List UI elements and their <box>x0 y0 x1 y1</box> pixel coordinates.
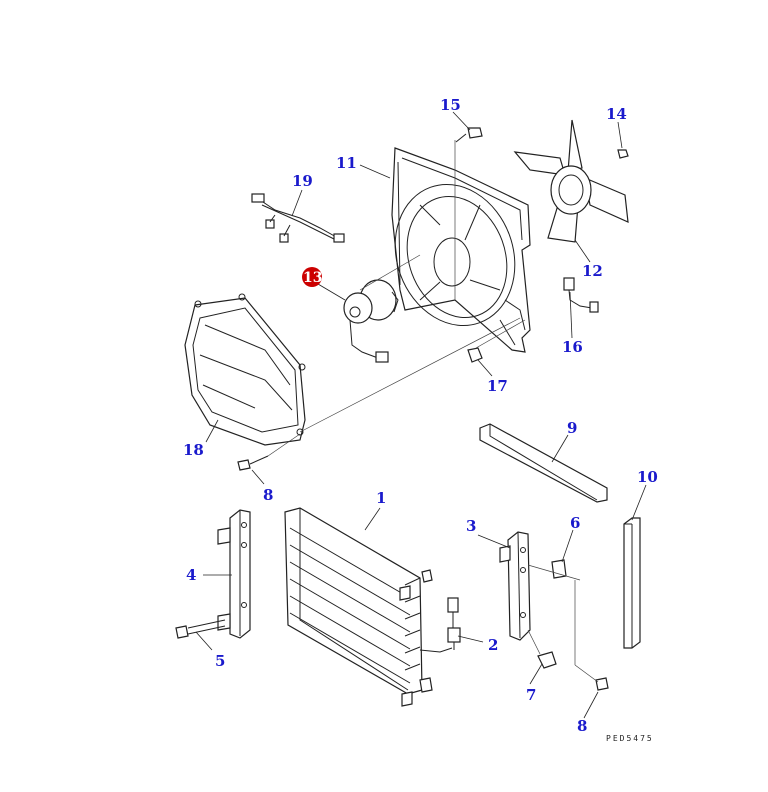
part-label-14: 14 <box>606 105 627 123</box>
part-label-6: 6 <box>570 514 580 532</box>
part-label-1: 1 <box>376 489 386 507</box>
part-label-4: 4 <box>186 566 196 584</box>
part-label-16: 16 <box>562 338 583 356</box>
part-label-19: 19 <box>292 172 313 190</box>
part-label-9: 9 <box>567 419 577 437</box>
nut-17 <box>467 319 526 363</box>
part-label-10: 10 <box>637 468 658 486</box>
bolt-5 <box>175 619 226 639</box>
drawing-code: PED5475 <box>606 734 654 743</box>
highlight-marker-13 <box>302 267 322 287</box>
clip-7 <box>527 629 557 669</box>
wiring-harness <box>251 193 345 243</box>
part-label-11: 11 <box>336 154 357 172</box>
part-label-8-lower: 8 <box>577 717 587 735</box>
part-label-2: 2 <box>488 636 498 654</box>
bolt-15 <box>455 127 483 143</box>
part-label-3: 3 <box>466 517 476 535</box>
part-label-5: 5 <box>215 652 225 670</box>
bolt-8-upper <box>237 433 301 471</box>
bracket-4 <box>217 509 251 639</box>
bracket-3 <box>499 531 531 641</box>
seal-strip-9 <box>479 423 608 503</box>
clamp-6 <box>527 559 581 665</box>
part-label-18: 18 <box>183 441 204 459</box>
fan-guard <box>184 293 521 446</box>
fan-shroud-frame <box>391 140 531 353</box>
condenser-core <box>284 507 453 707</box>
part-label-15: 15 <box>440 96 461 114</box>
part-label-8-upper: 8 <box>263 486 273 504</box>
part-label-12: 12 <box>582 262 603 280</box>
fan-motor <box>343 254 421 363</box>
part-label-7: 7 <box>526 686 536 704</box>
leader-lines <box>195 111 647 719</box>
seal-strip-10 <box>623 517 641 649</box>
bolt-14 <box>617 149 629 159</box>
sensor-16 <box>563 277 599 313</box>
part-label-13: 13 <box>303 270 322 286</box>
bolt-8-lower <box>574 664 609 691</box>
pressure-switch <box>447 597 461 650</box>
fan-blade <box>513 119 629 243</box>
part-label-17: 17 <box>487 377 508 395</box>
